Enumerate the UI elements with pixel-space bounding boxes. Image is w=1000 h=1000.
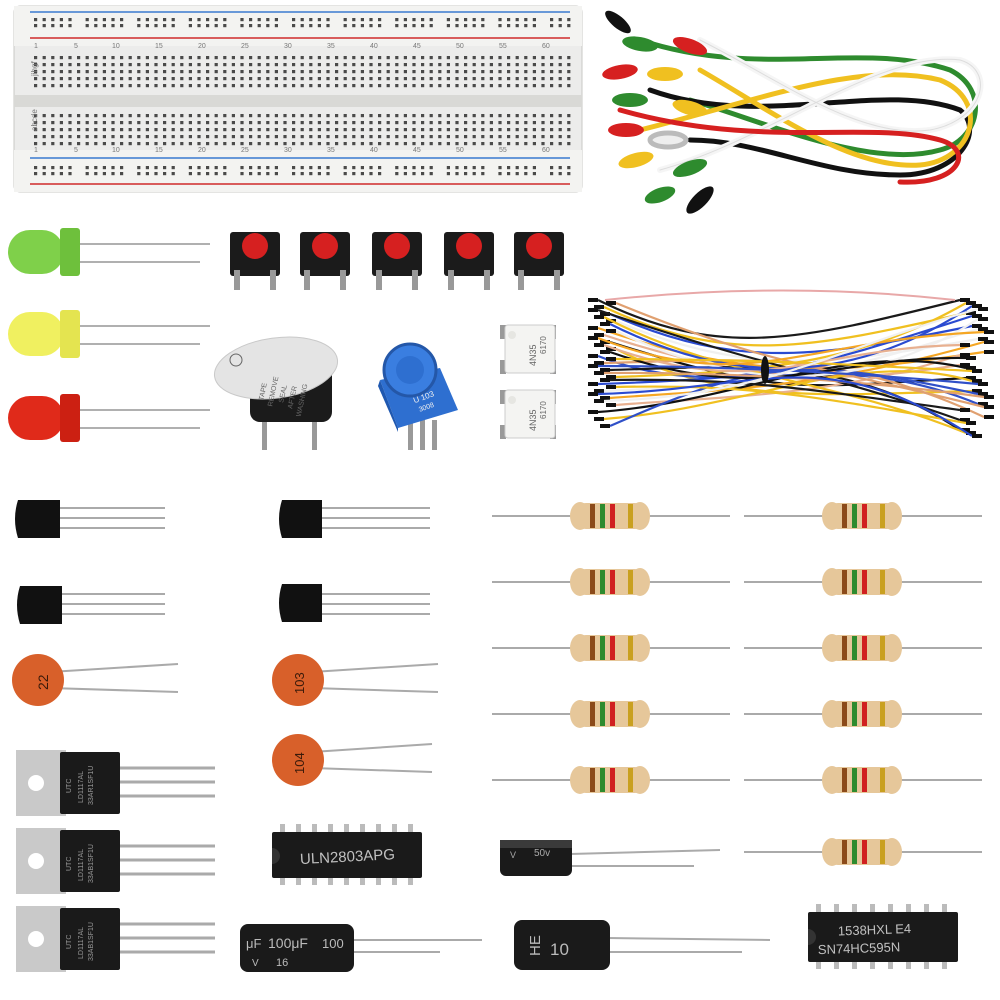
bb-col-bot-20: 20 (198, 147, 206, 154)
potentiometer: U 103 3008 (378, 342, 458, 450)
ecap-10-value: 10 (550, 940, 569, 959)
cap-104-label: 104 (292, 752, 307, 774)
clip-heads (602, 10, 714, 214)
buzzer-label-3: SEAL (278, 384, 289, 403)
bb-row-letters-top: jihgf (30, 61, 39, 77)
opto-2-code: 6170 (539, 401, 548, 419)
ecap-100-v: V (252, 958, 259, 969)
transistors (15, 500, 430, 624)
transistor-3 (279, 500, 430, 538)
bb-col-top-55: 55 (499, 43, 507, 50)
bb-col-bot-50: 50 (456, 147, 464, 154)
reg-2-part: LD1117AL (78, 849, 85, 881)
bb-col-top-30: 30 (284, 43, 292, 50)
reg-1-part: LD1117AL (78, 771, 85, 803)
reg-3-code: 33AB1SF1U (88, 922, 95, 961)
ecap-10-prefix: HE (527, 935, 544, 956)
ecap-100-value2: 100 (322, 936, 344, 951)
reg-3-brand: UTC (66, 935, 73, 949)
ceramic-capacitor-104: 104 (272, 734, 433, 786)
ecap-100-voltage: 16 (276, 957, 288, 969)
bb-col-bot-15: 15 (155, 147, 163, 154)
reg-2-code: 33AB1SF1U (88, 844, 95, 883)
regulator-1: UTC LD1117AL 33AR1SF1U (16, 750, 215, 816)
bb-col-top-15: 15 (155, 43, 163, 50)
reg-3-part: LD1117AL (78, 927, 85, 959)
reg-1-code: 33AR1SF1U (88, 766, 95, 805)
led-green (8, 228, 210, 276)
tactile-button-4 (444, 232, 494, 290)
bb-col-bot-1: 1 (34, 147, 38, 154)
regulator-3: UTC LD1117AL 33AB1SF1U (16, 906, 215, 972)
tactile-button-5 (514, 232, 564, 290)
bb-col-bot-30: 30 (284, 147, 292, 154)
regulator-2: UTC LD1117AL 33AB1SF1U (16, 828, 215, 894)
bb-row-letters-bottom: abcde (30, 109, 39, 131)
led-yellow (8, 310, 210, 358)
opto-1-code: 6170 (539, 336, 548, 354)
tactile-button-1 (230, 232, 280, 290)
bb-col-top-35: 35 (327, 43, 335, 50)
bb-col-bot-55: 55 (499, 147, 507, 154)
buzzer: TAPE REMOVE SEAL AFTER WASHING (213, 336, 339, 450)
ecap-100-prefix: μF (246, 936, 261, 951)
transistor-4 (279, 584, 430, 622)
optocoupler-1: 4N35 6170 (500, 324, 556, 374)
tactile-button-2 (300, 232, 350, 290)
ceramic-capacitor-22: 22 (12, 654, 179, 706)
ecap-small-value: 50v (534, 848, 550, 859)
bb-col-top-10: 10 (112, 43, 120, 50)
breadboard: 1 5 10 15 20 25 30 35 40 45 50 55 60 1 5… (13, 5, 583, 193)
ecap-small-prefix: V (510, 850, 516, 860)
bb-col-bot-25: 25 (241, 147, 249, 154)
optocoupler-2: 4N35 6170 (500, 389, 556, 439)
electrolytic-cap-10: HE 10 (514, 920, 771, 970)
pot-code: 3008 (418, 402, 435, 414)
led-red (8, 394, 210, 442)
breadboard-column-numbers-bottom: 1 5 10 15 20 25 30 35 40 45 50 55 60 (34, 147, 550, 154)
breadboard-holes (34, 18, 571, 176)
bb-col-top-60: 60 (542, 43, 550, 50)
bb-col-top-45: 45 (413, 43, 421, 50)
electrolytic-cap-100uf: μF 100μF 100 V 16 (240, 924, 482, 972)
bb-col-top-25: 25 (241, 43, 249, 50)
bb-col-top-50: 50 (456, 43, 464, 50)
alligator-clip-leads (602, 10, 984, 214)
tactile-button-3 (372, 232, 422, 290)
bb-col-top-1: 1 (34, 43, 38, 50)
bb-col-bot-35: 35 (327, 147, 335, 154)
jumper-wires (588, 289, 994, 438)
shift-register-ic: 1538HXL E4 SN74HC595N (808, 904, 958, 969)
sr-line1: 1538HXL E4 (838, 921, 912, 939)
bb-col-top-5: 5 (74, 43, 78, 50)
breadboard-column-numbers-top: 1 5 10 15 20 25 30 35 40 45 50 55 60 (34, 43, 550, 50)
transistor-1 (15, 500, 165, 538)
sr-line2: SN74HC595N (818, 939, 901, 957)
tactile-buttons (230, 232, 564, 290)
resistors (492, 502, 982, 866)
transistor-2 (17, 586, 165, 624)
buzzer-label-1: TAPE (258, 382, 269, 401)
bb-col-top-20: 20 (198, 43, 206, 50)
bb-col-top-40: 40 (370, 43, 378, 50)
uln-label: ULN2803APG (300, 846, 396, 868)
electrolytic-cap-small: V 50v (500, 840, 721, 876)
bb-col-bot-5: 5 (74, 147, 78, 154)
ceramic-capacitor-103: 103 (272, 654, 439, 706)
bb-col-bot-10: 10 (112, 147, 120, 154)
cap-22-label: 22 (35, 674, 51, 690)
opto-1-part: 4N35 (528, 344, 538, 366)
bb-col-bot-45: 45 (413, 147, 421, 154)
cap-103-label: 103 (292, 672, 307, 694)
reg-1-brand: UTC (66, 779, 73, 793)
reg-2-brand: UTC (66, 857, 73, 871)
bb-col-bot-60: 60 (542, 147, 550, 154)
ecap-100-value: 100μF (268, 935, 308, 951)
bb-col-bot-40: 40 (370, 147, 378, 154)
uln2803-ic: ULN2803APG (272, 824, 422, 885)
opto-2-part: 4N35 (528, 409, 538, 431)
buzzer-label-4: AFTER (287, 385, 299, 409)
